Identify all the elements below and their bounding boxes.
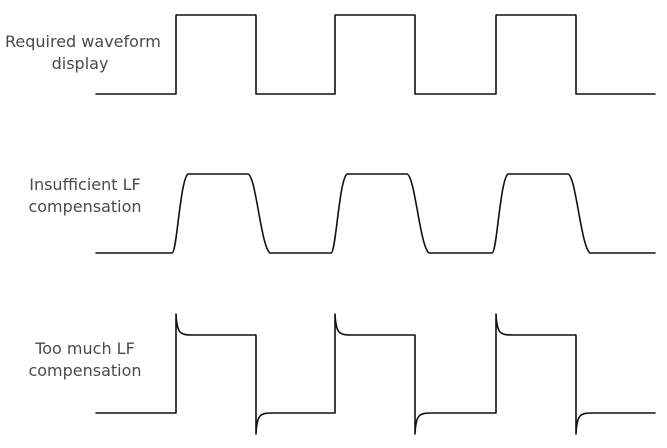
required-square-waveform <box>95 14 656 95</box>
label-line: display <box>51 54 109 73</box>
label-line: Too much LF <box>35 339 135 358</box>
label-line: compensation <box>28 361 142 380</box>
label-required-waveform-display: Required waveform display <box>5 31 161 75</box>
label-insufficient-lf-compensation: Insufficient LF compensation <box>10 174 160 218</box>
label-line: Insufficient LF <box>29 175 141 194</box>
label-line: Required waveform <box>5 32 161 51</box>
insufficient-lf-waveform <box>95 173 656 254</box>
label-too-much-lf-compensation: Too much LF compensation <box>10 338 160 382</box>
too-much-lf-waveform <box>95 313 656 435</box>
label-line: compensation <box>28 197 142 216</box>
